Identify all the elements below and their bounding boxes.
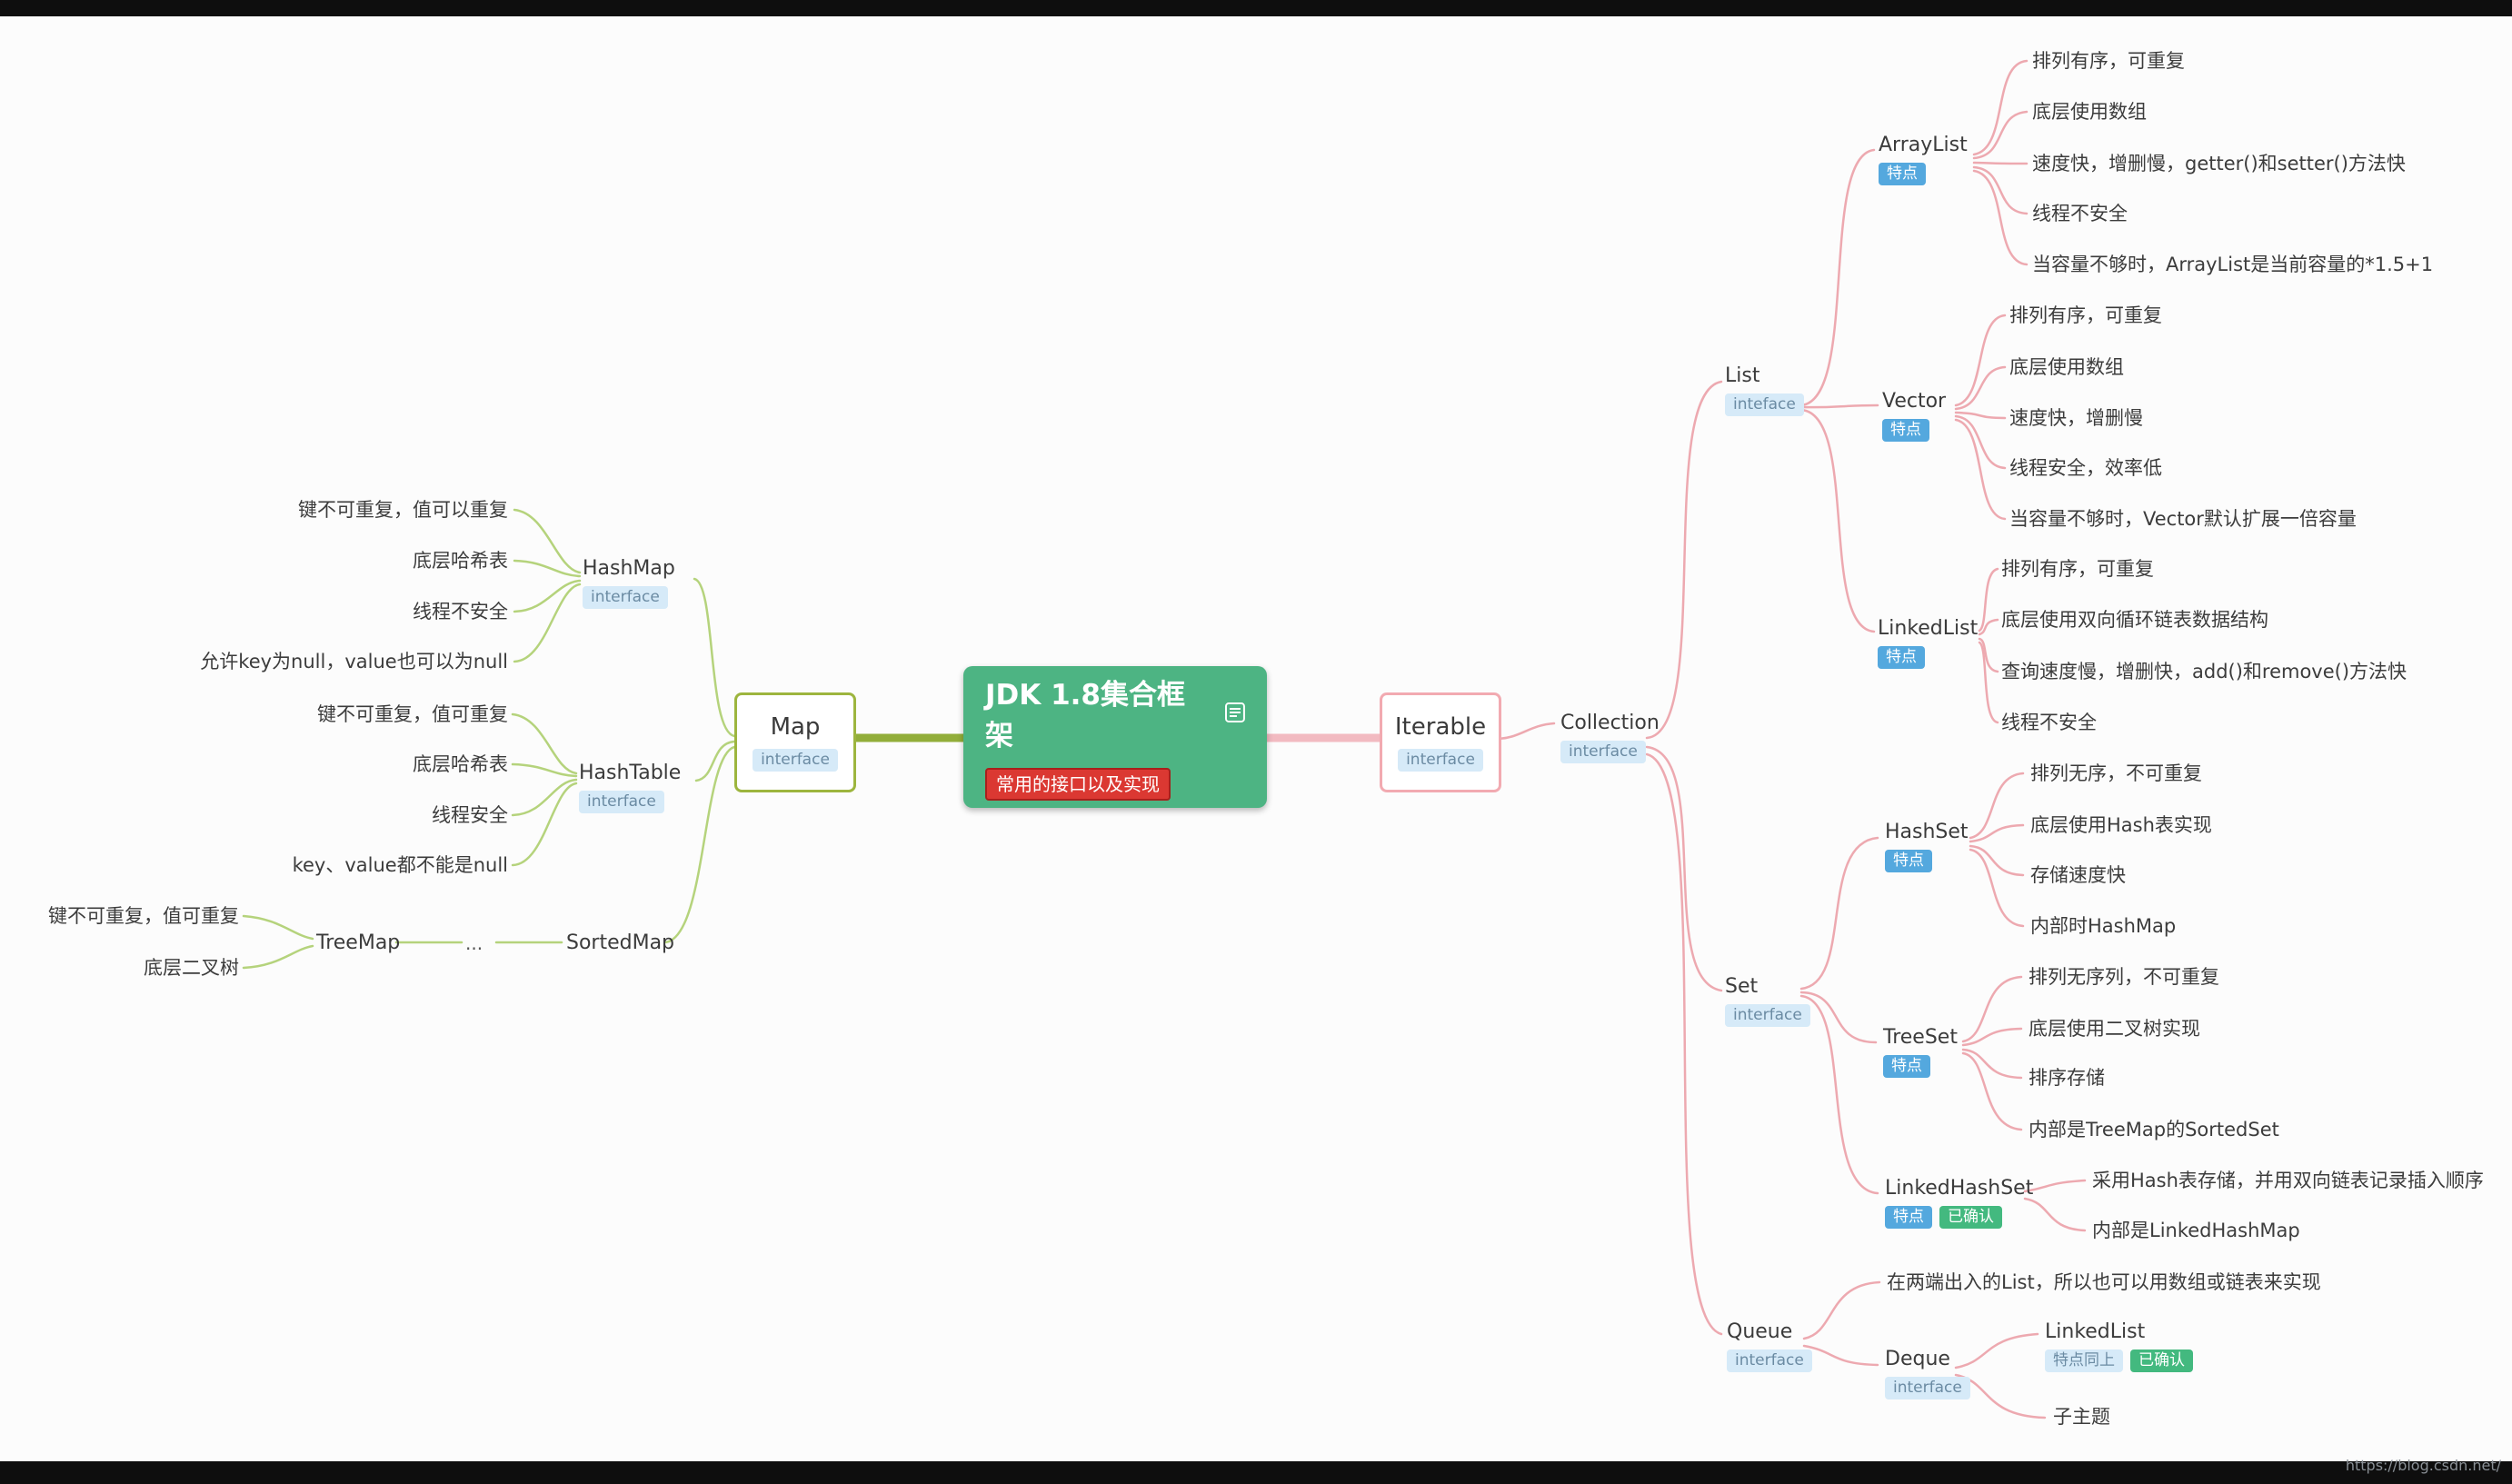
node-vector-label: Vector [1882, 390, 1947, 413]
node-hashtable-label: HashTable [579, 762, 682, 784]
node-linkedhashset-badge-feature: 特点 [1885, 1206, 1932, 1229]
vector-feature[interactable]: 速度快，增删慢 [2009, 407, 2143, 429]
node-arraylist-badge: 特点 [1879, 163, 1926, 185]
hashset-feature[interactable]: 内部时HashMap [2030, 915, 2177, 937]
node-linkedlist-badge: 特点 [1878, 646, 1925, 669]
node-list[interactable]: List inteface [1725, 364, 1804, 416]
hashmap-feature[interactable]: 键不可重复，值可以重复 [298, 499, 508, 521]
node-linkedlist-label: LinkedList [1878, 617, 1979, 640]
node-deque-linkedlist[interactable]: LinkedList 特点同上 已确认 [2045, 1320, 2193, 1372]
node-iterable[interactable]: Iterable interface [1380, 692, 1501, 792]
node-treeset[interactable]: TreeSet 特点 [1883, 1025, 1958, 1078]
node-subtopic[interactable]: 子主题 [2053, 1406, 2110, 1428]
node-deque-badge: interface [1885, 1377, 1970, 1399]
hashtable-feature[interactable]: key、value都不能是null [292, 854, 508, 876]
node-set[interactable]: Set interface [1725, 974, 1810, 1027]
hashmap-feature[interactable]: 底层哈希表 [413, 550, 508, 572]
node-deque-linkedlist-label: LinkedList [2045, 1320, 2146, 1343]
node-hashset-label: HashSet [1885, 821, 1969, 843]
node-sortedmap[interactable]: SortedMap [566, 931, 675, 954]
arraylist-feature[interactable]: 底层使用数组 [2032, 101, 2147, 123]
linkedlist-feature[interactable]: 查询速度慢，增删快，add()和remove()方法快 [2001, 661, 2407, 682]
vector-feature[interactable]: 线程安全，效率低 [2009, 457, 2162, 479]
node-hashmap-badge: interface [583, 586, 668, 609]
vector-feature[interactable]: 排列有序，可重复 [2009, 304, 2162, 326]
hashmap-feature[interactable]: 允许key为null，value也可以为null [200, 651, 508, 672]
bottom-bar [0, 1461, 2512, 1484]
watermark: https://blog.csdn.net/ [2345, 1457, 2501, 1474]
arraylist-feature[interactable]: 排列有序，可重复 [2032, 50, 2185, 72]
treeset-feature[interactable]: 内部是TreeMap的SortedSet [2029, 1119, 2279, 1140]
top-bar [0, 0, 2512, 16]
node-hashmap[interactable]: HashMap interface [583, 556, 675, 609]
node-deque-linkedlist-badge-confirm: 已确认 [2130, 1350, 2193, 1372]
hashtable-feature[interactable]: 底层哈希表 [413, 753, 508, 775]
node-hashset-badge: 特点 [1885, 850, 1932, 872]
node-treemap[interactable]: TreeMap [316, 931, 401, 954]
node-treeset-label: TreeSet [1883, 1026, 1958, 1049]
treemap-feature[interactable]: 底层二叉树 [144, 957, 239, 979]
node-map-label: Map [770, 713, 821, 741]
node-arraylist[interactable]: ArrayList 特点 [1879, 133, 1968, 185]
central-topic[interactable]: JDK 1.8集合框架 常用的接口以及实现 [963, 666, 1267, 808]
node-deque-linkedlist-badge-same: 特点同上 [2045, 1350, 2123, 1372]
arraylist-feature[interactable]: 速度快，增删慢，getter()和setter()方法快 [2032, 153, 2406, 174]
treemap-feature[interactable]: 键不可重复，值可重复 [48, 905, 239, 927]
node-collection[interactable]: Collection interface [1560, 711, 1660, 763]
node-vector-badge: 特点 [1882, 419, 1929, 442]
node-treeset-badge: 特点 [1883, 1055, 1930, 1078]
node-hashtable[interactable]: HashTable interface [579, 761, 681, 813]
branch-ellipsis: ... [465, 932, 483, 954]
node-queue-badge: interface [1727, 1350, 1812, 1372]
node-queue-label: Queue [1727, 1320, 1793, 1343]
node-hashset[interactable]: HashSet 特点 [1885, 820, 1969, 872]
arraylist-feature[interactable]: 线程不安全 [2032, 203, 2128, 224]
linkedlist-feature[interactable]: 线程不安全 [2001, 712, 2097, 733]
node-set-label: Set [1725, 975, 1759, 998]
node-collection-label: Collection [1560, 712, 1660, 734]
node-hashmap-label: HashMap [583, 557, 675, 580]
arraylist-feature[interactable]: 当容量不够时，ArrayList是当前容量的*1.5+1 [2032, 254, 2434, 275]
node-iterable-badge: interface [1398, 749, 1483, 772]
hashtable-feature[interactable]: 线程安全 [432, 804, 508, 826]
queue-note[interactable]: 在两端出入的List，所以也可以用数组或链表来实现 [1887, 1271, 2321, 1293]
node-queue[interactable]: Queue interface [1727, 1320, 1812, 1372]
node-hashtable-badge: interface [579, 791, 664, 813]
hashset-feature[interactable]: 底层使用Hash表实现 [2030, 814, 2212, 836]
node-map[interactable]: Map interface [734, 692, 856, 792]
node-arraylist-label: ArrayList [1879, 134, 1968, 156]
linkedlist-feature[interactable]: 底层使用双向循环链表数据结构 [2001, 609, 2268, 631]
node-linkedhashset-badge-confirm: 已确认 [1939, 1206, 2002, 1229]
linkedlist-feature[interactable]: 排列有序，可重复 [2001, 558, 2154, 580]
node-iterable-label: Iterable [1394, 713, 1487, 741]
treeset-feature[interactable]: 底层使用二叉树实现 [2029, 1018, 2200, 1040]
linkedhashset-feature[interactable]: 采用Hash表存储，并用双向链表记录插入顺序 [2092, 1170, 2484, 1191]
central-topic-title: JDK 1.8集合框架 [985, 679, 1185, 752]
node-linkedhashset-label: LinkedHashSet [1885, 1177, 2034, 1200]
node-linkedlist[interactable]: LinkedList 特点 [1878, 616, 1978, 669]
node-linkedhashset[interactable]: LinkedHashSet 特点 已确认 [1885, 1176, 2033, 1229]
treeset-feature[interactable]: 排序存储 [2029, 1067, 2105, 1089]
central-topic-badge: 常用的接口以及实现 [985, 768, 1171, 801]
node-set-badge: interface [1725, 1004, 1810, 1027]
treeset-feature[interactable]: 排列无序列，不可重复 [2029, 966, 2219, 988]
hashset-feature[interactable]: 排列无序，不可重复 [2030, 762, 2202, 784]
linkedhashset-feature[interactable]: 内部是LinkedHashMap [2092, 1220, 2300, 1241]
vector-feature[interactable]: 当容量不够时，Vector默认扩展一倍容量 [2009, 508, 2357, 530]
notes-icon[interactable] [1223, 701, 1247, 724]
node-vector[interactable]: Vector 特点 [1882, 389, 1946, 442]
hashmap-feature[interactable]: 线程不安全 [413, 601, 508, 622]
hashset-feature[interactable]: 存储速度快 [2030, 864, 2126, 886]
node-deque-label: Deque [1885, 1348, 1950, 1370]
vector-feature[interactable]: 底层使用数组 [2009, 356, 2124, 378]
node-collection-badge: interface [1560, 741, 1646, 763]
node-list-label: List [1725, 364, 1760, 387]
node-deque[interactable]: Deque interface [1885, 1347, 1970, 1399]
node-list-badge: inteface [1725, 393, 1804, 416]
hashtable-feature[interactable]: 键不可重复，值可重复 [317, 703, 508, 725]
node-map-badge: interface [753, 749, 838, 772]
